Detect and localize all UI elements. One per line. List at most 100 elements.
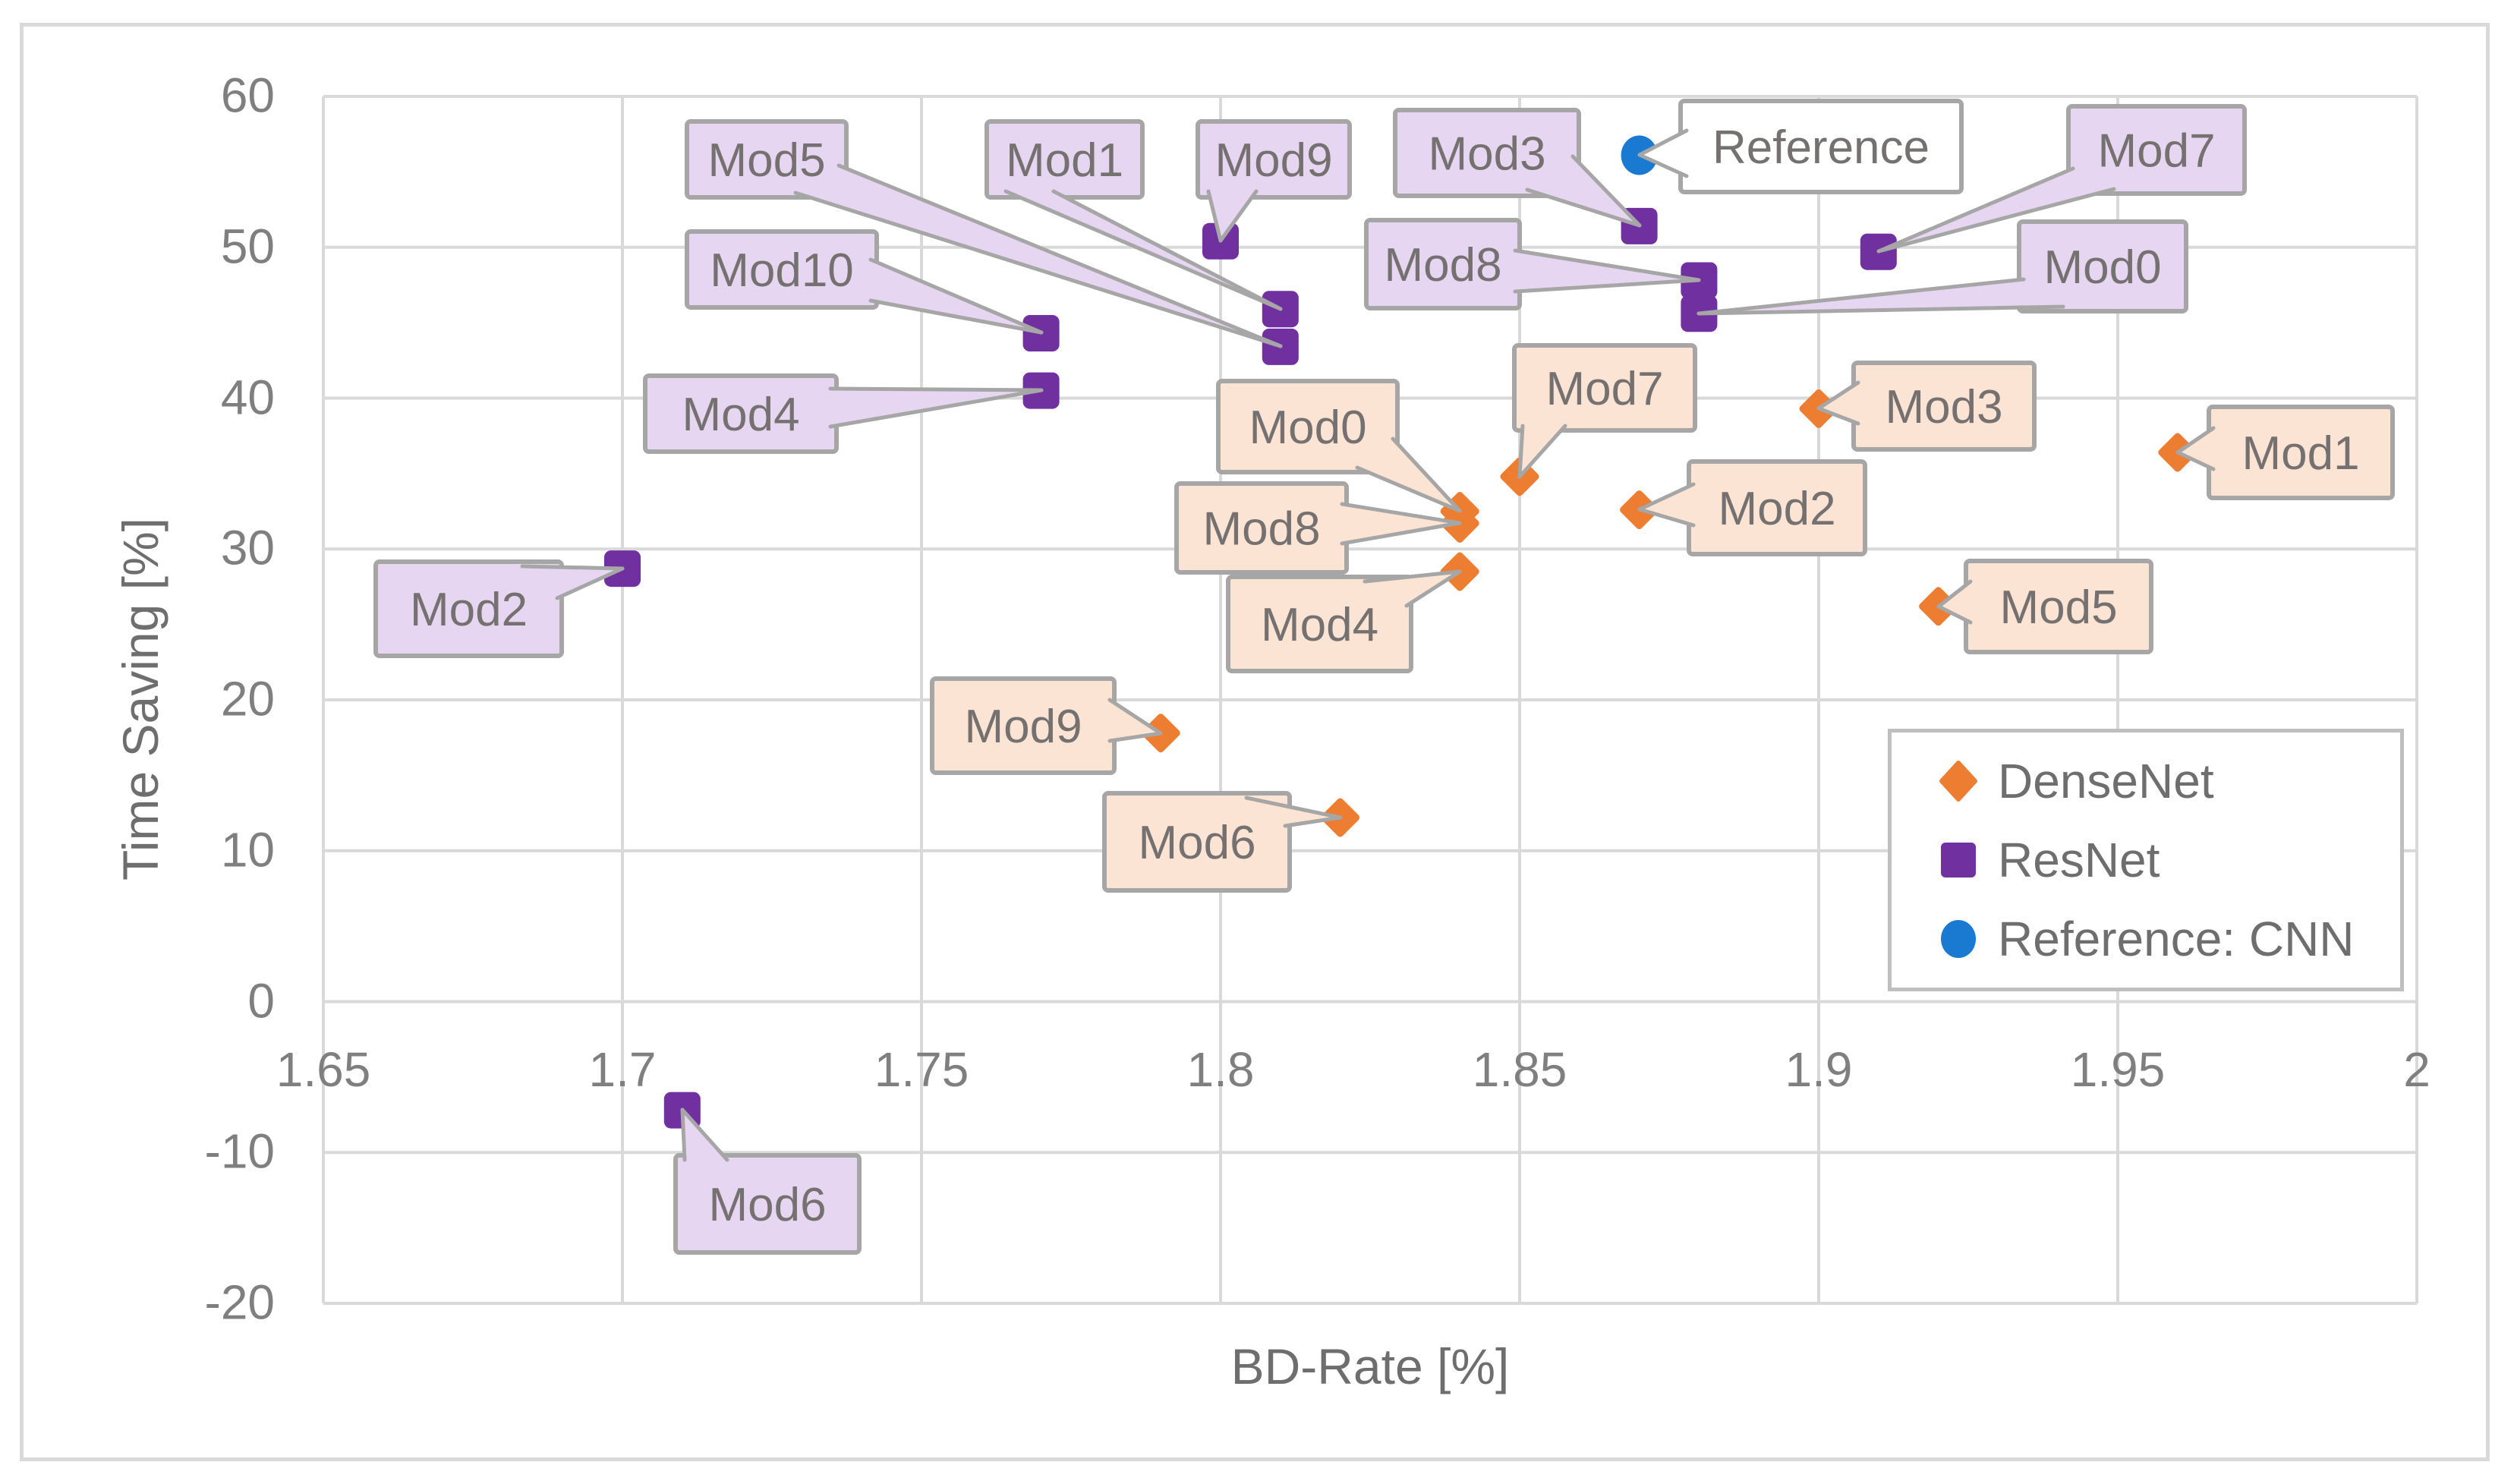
callout-mod6-resnet-label: Mod6 — [708, 1179, 826, 1231]
callout-mod9-densenet-label: Mod9 — [964, 701, 1082, 753]
callout-mod6-densenet-box — [1102, 791, 1292, 893]
callout-mod7-resnet-pointer-edge — [1876, 187, 2116, 254]
callout-mod2-resnet-pointer — [522, 566, 622, 598]
callout-mod0-resnet-pointer-edge — [1696, 277, 2026, 316]
legend-label-densenet: DenseNet — [1998, 754, 2214, 808]
callout-mod9-densenet-pointer-edge — [1107, 698, 1163, 736]
x-tick-label: 1.7 — [588, 1042, 657, 1097]
densenet-diamond-icon — [1939, 761, 1977, 802]
callout-mod7-densenet-pointer-edge — [1517, 424, 1525, 479]
callout-mod8-densenet-label: Mod8 — [1202, 503, 1320, 556]
callout-mod9-resnet-label: Mod9 — [1214, 134, 1332, 187]
callout-mod10-resnet-label: Mod10 — [710, 244, 854, 297]
y-tick-label: -20 — [204, 1274, 276, 1330]
legend: DenseNet ResNet Reference: CNN — [1888, 729, 2404, 991]
callout-mod9-resnet-pointer — [1208, 191, 1256, 241]
callout-mod6-resnet-pointer-edge — [680, 1107, 687, 1162]
callout-mod9-resnet-pointer-edge — [1206, 189, 1223, 243]
callout-mod1-resnet-label: Mod1 — [1006, 134, 1123, 187]
callout-reference-reference-cnn-pointer-edge — [1637, 128, 1689, 157]
callout-mod4-densenet-label: Mod4 — [1261, 599, 1378, 651]
legend-row-resnet: ResNet — [1939, 832, 2393, 888]
callout-mod2-resnet-label: Mod2 — [410, 584, 528, 636]
callout-mod7-densenet-label: Mod7 — [1545, 363, 1663, 415]
callout-mod3-densenet-pointer — [1819, 383, 1858, 424]
x-tick-label: 1.75 — [874, 1042, 969, 1097]
callout-mod7-resnet-label: Mod7 — [2097, 125, 2215, 178]
callout-mod4-resnet-label: Mod4 — [682, 389, 799, 441]
callout-mod2-densenet-pointer-edge — [1637, 507, 1696, 528]
callout-mod8-resnet-pointer-edge — [1513, 248, 1701, 282]
callout-mod1-densenet-label: Mod1 — [2241, 427, 2359, 480]
callout-mod1-densenet-pointer — [2178, 428, 2213, 469]
callout-mod6-densenet-pointer-edge — [1244, 796, 1343, 820]
callout-mod5-resnet-box — [685, 119, 849, 200]
y-tick-label: -10 — [204, 1123, 276, 1179]
callout-mod0-resnet-box — [2017, 219, 2188, 313]
callout-mod0-densenet-pointer-edge — [1391, 436, 1462, 513]
callout-mod8-resnet-label: Mod8 — [1384, 239, 1501, 291]
callout-mod3-densenet-pointer-edge — [1816, 406, 1860, 426]
callout-mod6-resnet-pointer-edge — [680, 1107, 729, 1162]
callout-mod6-densenet-pointer-edge — [1283, 815, 1343, 828]
callout-mod2-resnet-pointer-edge — [520, 564, 625, 571]
callout-mod5-resnet-pointer-edge — [793, 191, 1283, 348]
y-tick-label: 0 — [247, 973, 275, 1029]
callout-mod6-resnet-box — [673, 1153, 862, 1255]
x-tick-label: 1.85 — [1472, 1042, 1567, 1097]
callout-reference-reference-cnn-label: Reference — [1712, 121, 1930, 174]
callout-mod7-resnet-box — [2066, 104, 2247, 196]
callout-mod5-resnet-pointer — [795, 165, 1281, 346]
callout-mod4-densenet-pointer-edge — [1363, 569, 1462, 584]
callout-mod0-densenet-pointer — [1357, 439, 1460, 511]
callout-mod3-resnet-box — [1393, 108, 1581, 198]
callout-mod5-resnet-label: Mod5 — [707, 134, 825, 187]
x-tick-label: 1.65 — [276, 1042, 371, 1097]
x-tick-label: 1.8 — [1186, 1042, 1255, 1097]
callout-mod7-densenet-pointer-edge — [1517, 424, 1567, 479]
callout-mod0-resnet-pointer-edge — [1696, 304, 2065, 316]
callout-mod8-resnet-pointer-edge — [1513, 278, 1701, 294]
callout-mod1-densenet-pointer-edge — [2175, 426, 2216, 455]
callout-mod8-densenet-pointer-edge — [1340, 521, 1462, 546]
callout-mod7-densenet-box — [1512, 343, 1697, 433]
x-tick-label: 2 — [2403, 1042, 2431, 1097]
legend-row-densenet: DenseNet — [1939, 753, 2393, 809]
callout-mod10-resnet-pointer-edge — [868, 257, 1044, 335]
legend-label-reference: Reference: CNN — [1998, 912, 2355, 966]
callout-mod6-densenet-label: Mod6 — [1138, 817, 1255, 869]
chart-border — [20, 23, 2490, 1461]
legend-label-resnet: ResNet — [1998, 833, 2160, 887]
callout-mod8-densenet-pointer-edge — [1340, 502, 1462, 525]
callout-mod6-densenet-pointer — [1246, 798, 1340, 826]
callout-mod5-densenet-pointer — [1939, 581, 1971, 622]
callout-mod2-densenet-label: Mod2 — [1718, 483, 1835, 535]
callout-mod3-densenet-label: Mod3 — [1885, 381, 2002, 433]
callout-mod5-densenet-label: Mod5 — [1999, 581, 2117, 634]
callout-mod3-densenet-pointer-edge — [1816, 380, 1860, 411]
legend-row-reference: Reference: CNN — [1939, 911, 2393, 967]
callout-mod5-densenet-pointer-edge — [1936, 604, 1973, 625]
resnet-square-icon — [1941, 843, 1976, 877]
y-tick-label: 60 — [220, 68, 275, 123]
y-tick-label: 50 — [220, 219, 275, 274]
callout-mod8-densenet-pointer — [1342, 504, 1460, 544]
callout-mod1-resnet-pointer-edge — [1051, 189, 1283, 311]
x-axis-title: BD-Rate [%] — [1230, 1338, 1510, 1394]
callout-mod4-densenet-pointer-edge — [1404, 569, 1462, 608]
callout-mod1-densenet-pointer-edge — [2175, 450, 2216, 471]
callout-mod4-resnet-pointer-edge — [828, 388, 1044, 429]
y-tick-label: 20 — [220, 671, 275, 726]
callout-mod0-densenet-label: Mod0 — [1249, 402, 1366, 454]
callout-mod9-densenet-pointer-edge — [1107, 731, 1163, 743]
callout-mod3-resnet-pointer — [1527, 156, 1640, 225]
callout-mod2-densenet-pointer — [1640, 484, 1693, 525]
callout-mod2-densenet-pointer-edge — [1637, 482, 1696, 512]
callout-mod9-resnet-box — [1196, 119, 1352, 200]
callout-mod4-resnet-pointer-edge — [828, 386, 1044, 392]
callout-mod2-resnet-pointer-edge — [555, 566, 625, 600]
callout-mod4-densenet-box — [1226, 575, 1413, 673]
callout-reference-reference-cnn-pointer — [1640, 131, 1687, 176]
